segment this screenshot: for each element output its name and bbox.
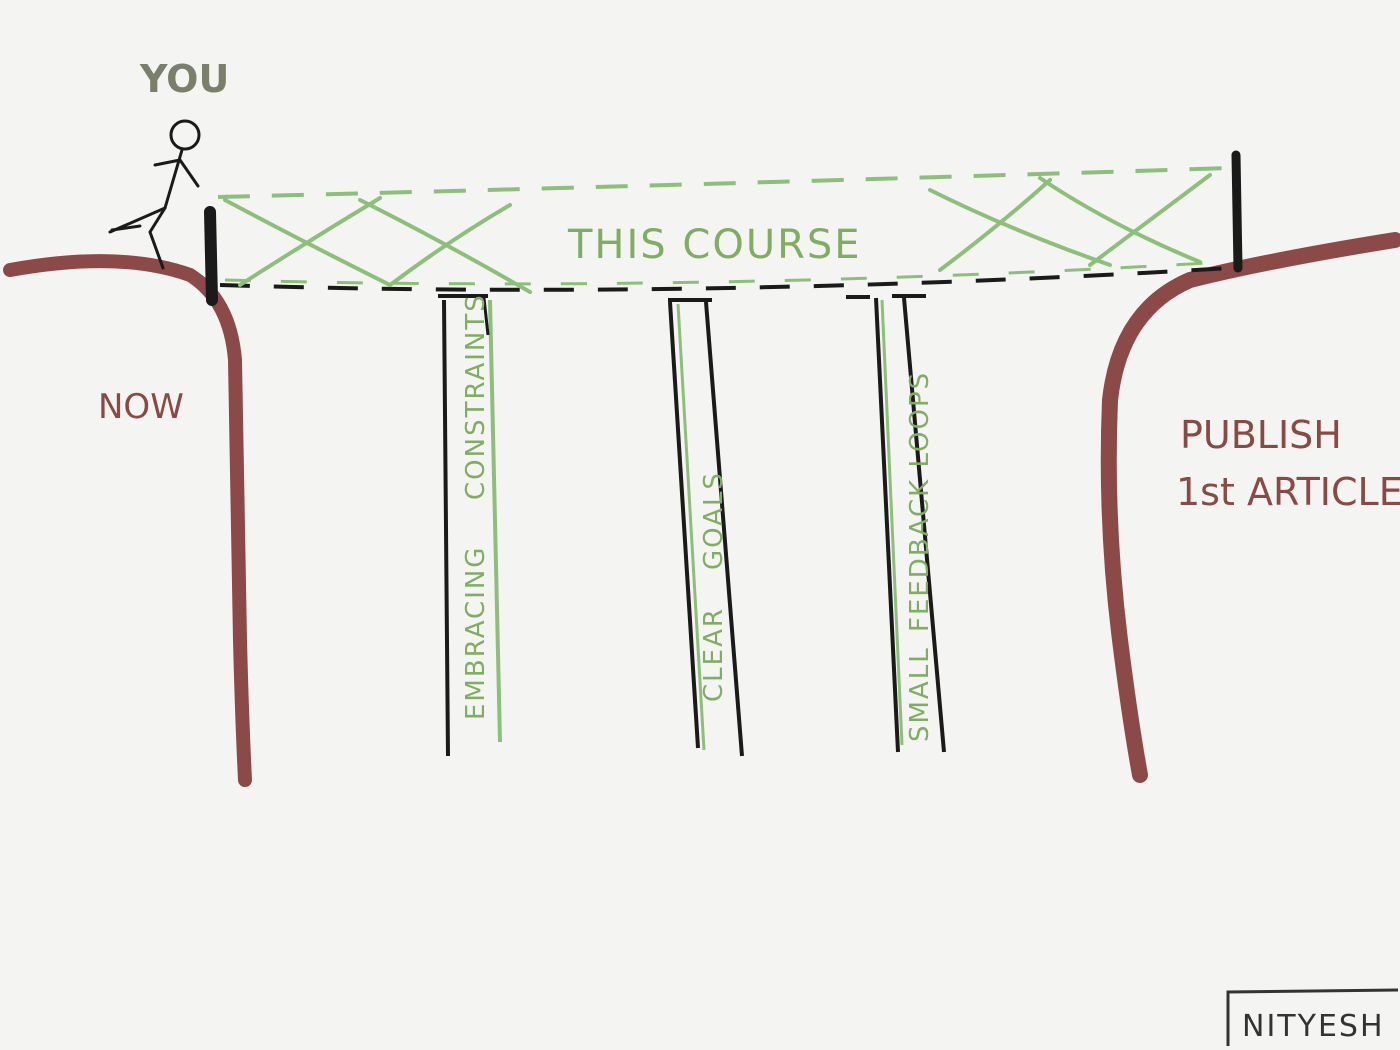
left-cliff bbox=[3, 254, 252, 787]
destination-label-line1: PUBLISH bbox=[1180, 413, 1342, 457]
left-anchor-post bbox=[204, 206, 218, 306]
now-label: NOW bbox=[98, 387, 184, 427]
bridge-deck-green bbox=[224, 260, 1226, 286]
pillar-3-label-line2: FEEDBACK LOOPS bbox=[905, 371, 935, 632]
pillar-2-label-line2: GOALS bbox=[699, 471, 729, 570]
pillar-1-label-line2: CONSTRAINTS bbox=[461, 293, 491, 500]
you-label: YOU bbox=[139, 57, 229, 101]
pillar-3-label-line1: SMALL bbox=[905, 646, 935, 742]
bridge-label: THIS COURSE bbox=[567, 222, 862, 268]
right-cliff bbox=[1100, 232, 1400, 783]
bridge-deck bbox=[219, 266, 1231, 292]
pillar-2 bbox=[668, 298, 744, 757]
bridge-cross-bracing bbox=[223, 173, 1212, 294]
bridge-top-rope bbox=[217, 166, 1231, 199]
signature-box: NITYESH bbox=[1226, 988, 1399, 1046]
pillar-3 bbox=[846, 294, 946, 753]
pillar-1-label-line1: EMBRACING bbox=[461, 546, 491, 720]
signature-label: NITYESH bbox=[1242, 1009, 1385, 1044]
destination-label-line2: 1st ARTICLE bbox=[1176, 470, 1400, 514]
pillar-2-label-line1: CLEAR bbox=[699, 607, 729, 702]
right-anchor-post bbox=[1231, 150, 1243, 273]
stick-figure bbox=[108, 119, 201, 270]
pillar-1 bbox=[438, 294, 502, 757]
